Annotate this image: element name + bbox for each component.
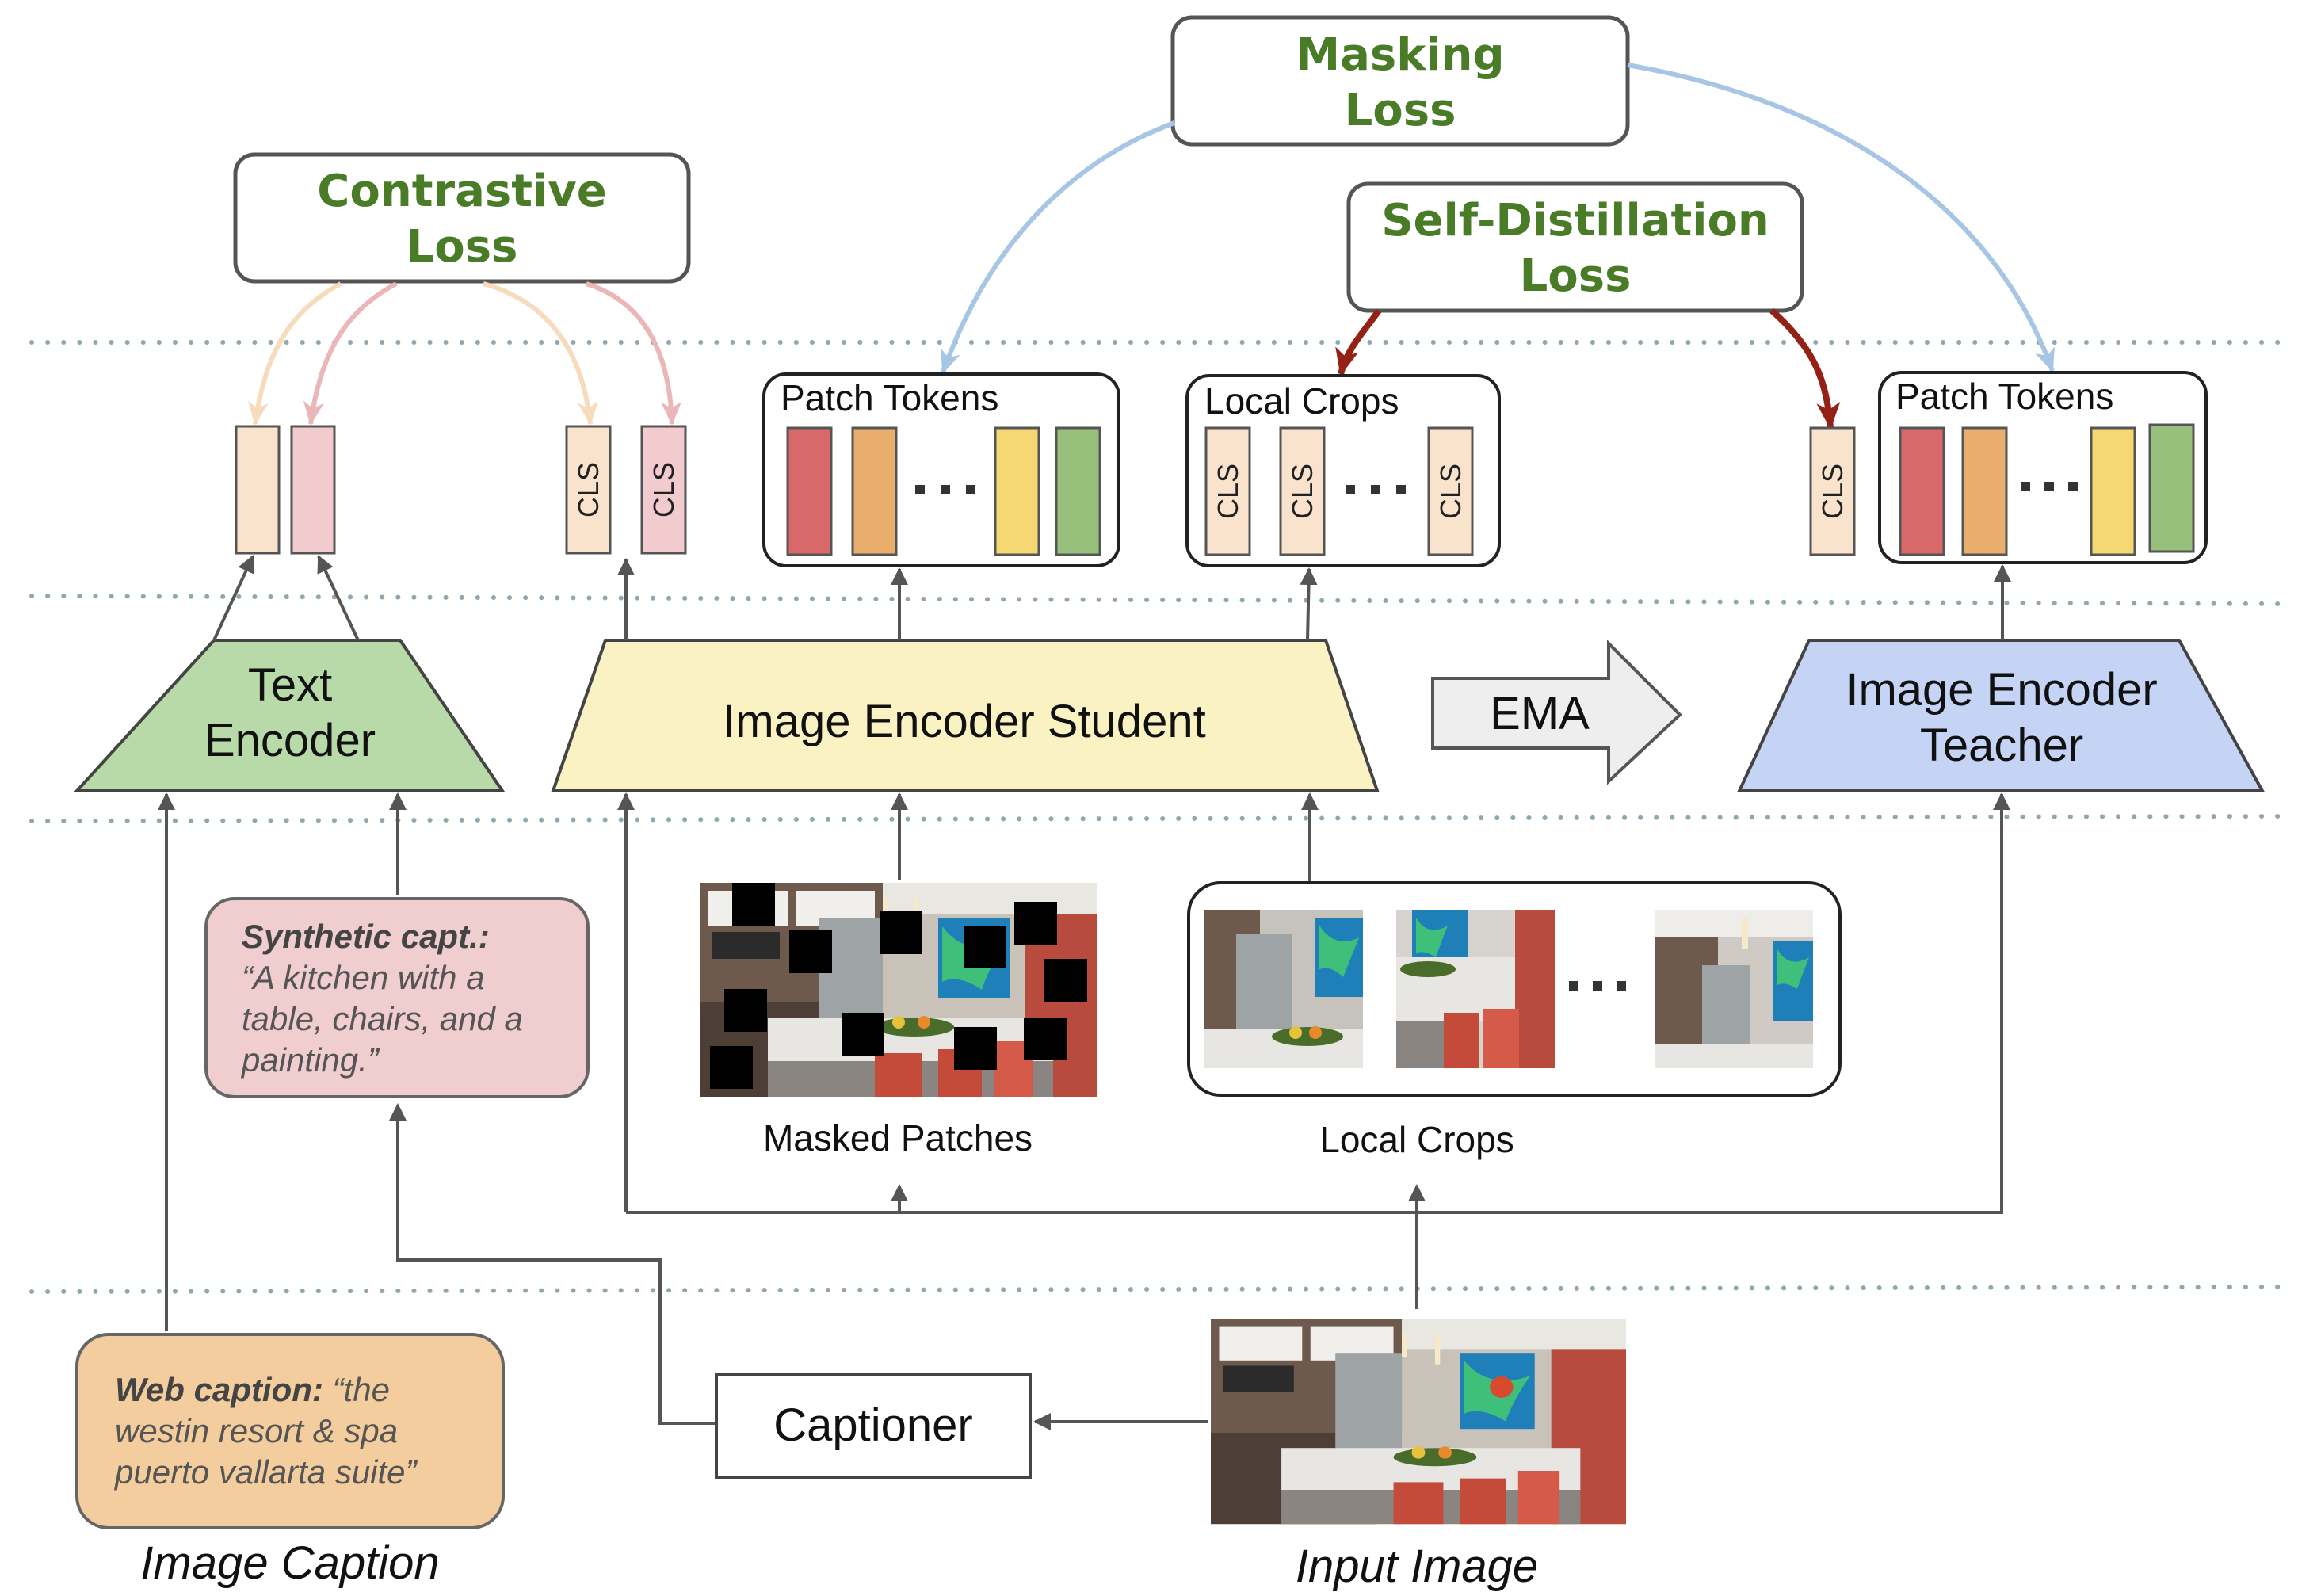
self-distillation-loss-label-2: Loss	[1520, 250, 1632, 302]
crop-cls-token: CLS	[1204, 426, 1251, 556]
patch-token-yellow	[2090, 426, 2136, 556]
local-crops-images	[1187, 881, 1842, 1097]
image-caption-label: Image Caption	[140, 1537, 439, 1589]
crop-cls-token: CLS	[1279, 426, 1326, 556]
contrastive-loss-box: Contrastive Loss	[233, 152, 691, 284]
masking-loss-label-1: Masking	[1296, 29, 1504, 81]
local-crops-images-label: Local Crops	[1319, 1119, 1514, 1160]
teacher-encoder-label-2: Teacher	[1920, 720, 2083, 771]
synthetic-caption-line: painting.”	[240, 1041, 380, 1079]
text-encoder: Text Encoder	[73, 639, 506, 792]
distill-arrow-left	[1335, 308, 1382, 376]
ellipsis-dots	[1569, 981, 1626, 991]
text-encoder-label-2: Encoder	[204, 715, 376, 766]
student-patch-tokens: Patch Tokens	[762, 372, 1120, 567]
ellipsis-dots	[1346, 485, 1406, 494]
self-distillation-loss-label-1: Self-Distillation	[1381, 195, 1769, 246]
patch-tokens-label: Patch Tokens	[1895, 376, 2113, 417]
web-caption-line: westin resort & spa	[115, 1412, 398, 1449]
crop-cls-token: CLS	[1427, 426, 1474, 556]
patch-tokens-label: Patch Tokens	[781, 377, 998, 418]
contrastive-arrow-3	[483, 281, 598, 426]
synthetic-caption-label: Synthetic capt.:	[242, 918, 490, 955]
synthetic-caption-box: Synthetic capt.: “A kitchen with a table…	[204, 897, 590, 1098]
patch-token-green	[2148, 423, 2195, 553]
ellipsis-dots	[915, 485, 975, 494]
cls-label: CLS	[1286, 464, 1319, 519]
cls-label: CLS	[1816, 464, 1849, 519]
patch-token-yellow	[994, 426, 1040, 556]
contrastive-arrow-2	[303, 281, 398, 426]
masked-patches-image	[700, 883, 1097, 1097]
connector-arrows	[158, 555, 2011, 1430]
student-encoder-label: Image Encoder Student	[723, 696, 1205, 747]
local-crops-tokens-label: Local Crops	[1204, 380, 1399, 422]
contrastive-arrow-4	[586, 281, 682, 426]
cls-label: CLS	[647, 462, 680, 517]
crop-image	[1396, 910, 1555, 1068]
teacher-cls-token: CLS	[1809, 426, 1856, 556]
mask-squares	[710, 883, 1087, 1089]
masked-patches-label: Masked Patches	[763, 1117, 1033, 1159]
web-caption-line: puerto vallarta suite”	[113, 1453, 418, 1491]
synthetic-caption-line: table, chairs, and a	[242, 1000, 523, 1037]
teacher-encoder-label-1: Image Encoder	[1846, 664, 2157, 716]
ema-label: EMA	[1490, 688, 1590, 739]
text-token-peach	[235, 425, 281, 555]
cls-label: CLS	[572, 462, 605, 517]
self-distillation-loss-box: Self-Distillation Loss	[1346, 181, 1804, 313]
separator-line	[29, 1285, 2285, 1294]
masking-loss-box: Masking Loss	[1170, 15, 1630, 147]
contrastive-loss-label-2: Loss	[407, 221, 518, 273]
separator-line	[29, 814, 2285, 823]
local-crops-tokens: Local Crops CLS CLS CLS	[1185, 374, 1501, 567]
patch-token-orange	[1961, 426, 2008, 556]
image-encoder-teacher: Image Encoder Teacher	[1736, 639, 2266, 792]
student-cls-token-pink: CLS	[640, 425, 687, 555]
distill-arrow-right	[1769, 308, 1841, 430]
separator-line	[29, 594, 2285, 606]
ema-arrow: EMA	[1431, 640, 1682, 785]
patch-token-red	[786, 426, 833, 556]
input-image	[1211, 1319, 1626, 1525]
text-token-pink	[290, 425, 336, 555]
image-encoder-student: Image Encoder Student	[551, 639, 1380, 792]
student-cls-token-peach: CLS	[565, 425, 612, 555]
text-encoder-label-1: Text	[248, 659, 332, 711]
cls-label: CLS	[1212, 464, 1244, 519]
ellipsis-dots	[2021, 482, 2078, 491]
contrastive-arrow-1	[247, 281, 342, 426]
contrastive-loss-label-1: Contrastive	[317, 166, 606, 217]
web-caption-box: Web caption: “the westin resort & spa pu…	[75, 1333, 505, 1529]
input-image-label: Input Image	[1296, 1541, 1538, 1592]
patch-token-orange	[851, 426, 898, 556]
patch-token-red	[1899, 426, 1945, 556]
web-caption-line-1: Web caption: “the	[115, 1371, 390, 1408]
masking-loss-label-2: Loss	[1345, 85, 1456, 136]
teacher-patch-tokens: Patch Tokens	[1878, 371, 2208, 564]
patch-token-green	[1055, 426, 1101, 556]
crop-image	[1655, 910, 1813, 1068]
captioner-label: Captioner	[773, 1399, 972, 1451]
captioner-box: Captioner	[715, 1373, 1032, 1479]
crop-image	[1204, 910, 1363, 1068]
masking-arrow-right	[1627, 63, 2055, 372]
synthetic-caption-line: “A kitchen with a	[242, 959, 485, 996]
cls-label: CLS	[1434, 464, 1467, 519]
masking-arrow-left	[941, 120, 1176, 374]
